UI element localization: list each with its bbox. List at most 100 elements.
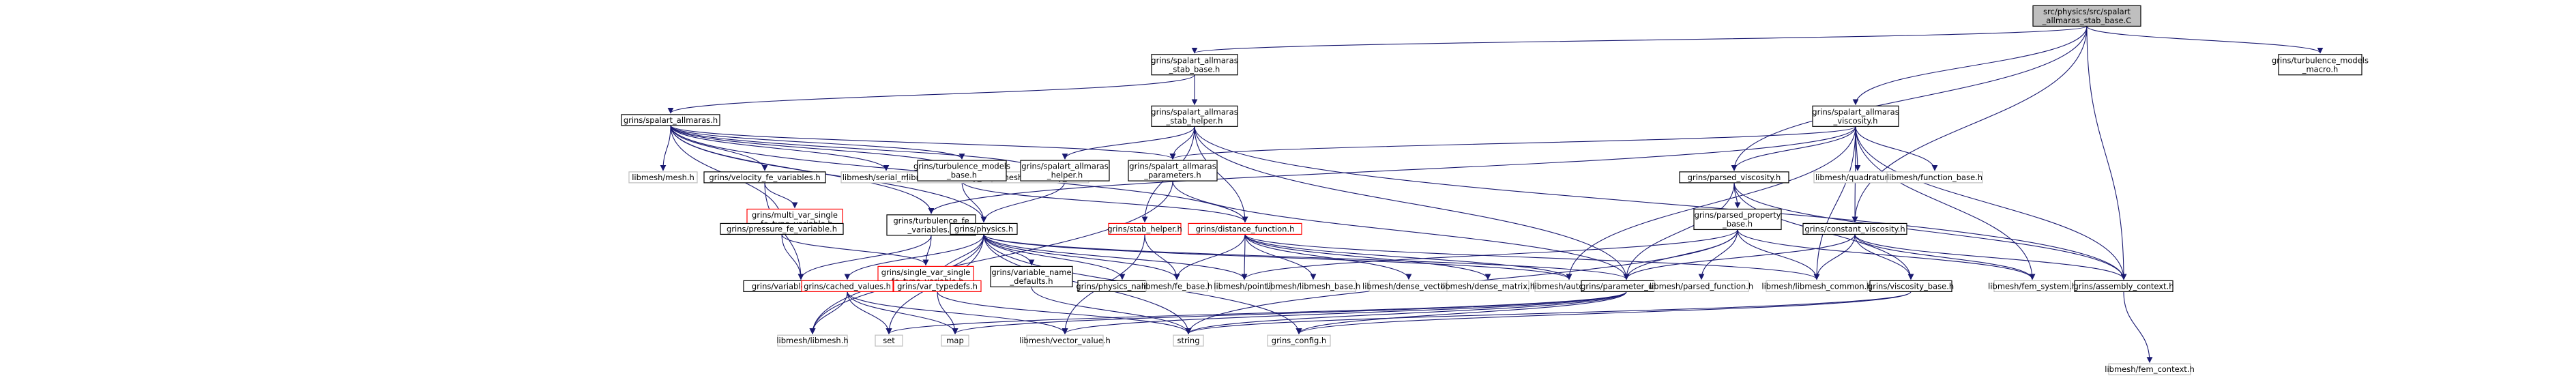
node-string[interactable]: string — [1173, 334, 1204, 347]
node-label: grins/constant_viscosity.h — [1804, 224, 1905, 233]
node-pressure-fe[interactable]: grins/pressure_fe_variable.h — [720, 222, 844, 235]
edge-spalart-to-sa-params — [670, 125, 1176, 160]
node-visc-base[interactable]: grins/viscosity_base.h — [1868, 280, 1954, 292]
node-libmesh-h[interactable]: libmesh/libmesh.h — [776, 334, 849, 347]
node-label: grins/single_var_single — [881, 267, 971, 277]
edge-dist-func-to-point — [1241, 234, 1248, 280]
node-label: _viscosity.h — [1833, 116, 1878, 126]
node-label: grins/stab_helper.h — [1107, 224, 1182, 233]
edge-var-typedefs-to-map — [937, 291, 958, 335]
edge-spalart-to-vel-fe — [670, 125, 768, 171]
node-box — [1267, 334, 1331, 347]
edge-pressure-fe-to-var-parsing — [781, 234, 804, 280]
node-dist-func[interactable]: grins/distance_function.h — [1188, 222, 1302, 235]
node-const-visc[interactable]: grins/constant_viscosity.h — [1802, 222, 1907, 235]
edge-sa-viscosity-to-parsed-visc — [1731, 126, 1856, 171]
node-label: grins/spalart_allmaras — [1151, 107, 1238, 117]
node-var-name-defaults[interactable]: grins/variable_name_defaults.h — [990, 265, 1073, 287]
node-label: src/physics/src/spalart — [2043, 7, 2131, 16]
node-dense-vector[interactable]: libmesh/dense_vector.h — [1362, 280, 1455, 292]
edge-parsed-visc-to-param-user — [1623, 182, 1735, 280]
edge-stab-helper-to-fe-base — [1144, 234, 1180, 280]
node-parsed-prop[interactable]: grins/parsed_property_base.h — [1693, 208, 1782, 231]
edge-const-visc-to-assembly-ctx — [1854, 234, 2127, 280]
node-param-user[interactable]: grins/parameter_user.h — [1581, 280, 1672, 292]
node-stab-helper[interactable]: grins/stab_helper.h — [1107, 222, 1182, 235]
node-fem-context[interactable]: libmesh/fem_context.h — [2105, 363, 2195, 375]
node-box — [1812, 105, 1899, 127]
node-box — [1151, 105, 1238, 127]
node-fem-system[interactable]: libmesh/fem_system.h — [1988, 280, 2077, 292]
node-box — [2074, 280, 2174, 292]
node-label: grins/spalart_allmaras.h — [624, 115, 718, 125]
node-function-base[interactable]: libmesh/function_base.h — [1886, 171, 1983, 184]
node-box — [1693, 208, 1782, 231]
edge-assembly-ctx-to-fem-context — [2123, 291, 2153, 364]
edge-physics-to-auto-ptr — [983, 233, 1572, 280]
node-sa-helper[interactable]: grins/spalart_allmaras_helper.h — [1020, 160, 1110, 182]
node-turb-macro[interactable]: grins/turbulence_models_macro.h — [2272, 54, 2369, 76]
node-box — [1679, 171, 1789, 184]
node-turb-models-base[interactable]: grins/turbulence_models_base.h — [913, 160, 1010, 182]
edge-const-visc-to-visc-base — [1854, 234, 1914, 280]
node-parsed-function[interactable]: libmesh/parsed_function.h — [1650, 280, 1753, 292]
node-box — [1108, 222, 1182, 235]
node-box — [1869, 280, 1952, 292]
edge-stab-helper-h-to-param-user — [1194, 126, 1630, 280]
node-label: grins/var_typedefs.h — [897, 281, 978, 291]
edge-stab-helper-h-to-sa-helper — [1062, 126, 1195, 160]
node-libmesh-base[interactable]: libmesh/libmesh_base.h — [1266, 280, 1360, 292]
edge-sa-helper-to-physics — [980, 181, 1066, 223]
edge-sa-viscosity-to-fem-system — [1855, 126, 2036, 280]
edge-physics-to-physics-naming — [983, 234, 1126, 280]
node-label: grins_config.h — [1272, 336, 1326, 345]
edge-parsed-prop-to-parsed-function — [1698, 229, 1738, 280]
node-libmesh-common[interactable]: libmesh/libmesh_common.h — [1761, 280, 1872, 292]
node-physics[interactable]: grins/physics.h — [950, 222, 1018, 235]
node-label: _helper.h — [1046, 171, 1083, 180]
node-box — [1026, 334, 1104, 347]
node-label: _stab_helper.h — [1166, 116, 1223, 126]
node-parsed-visc[interactable]: grins/parsed_viscosity.h — [1679, 171, 1789, 184]
node-box — [1654, 280, 1749, 292]
node-label: libmesh/parsed_function.h — [1650, 281, 1753, 291]
node-box — [777, 334, 848, 347]
node-root[interactable]: src/physics/src/spalart_allmaras_stab_ba… — [2032, 5, 2141, 27]
node-quadrature[interactable]: libmesh/quadrature.h — [1813, 171, 1902, 184]
edge-physics-to-cached-values — [844, 234, 984, 280]
node-label: grins/spalart_allmaras — [1021, 162, 1108, 171]
edge-visc-base-to-grins-config — [1296, 291, 1912, 335]
node-sa-viscosity[interactable]: grins/spalart_allmaras_viscosity.h — [1812, 105, 1899, 127]
node-set[interactable]: set — [875, 334, 903, 347]
edge-turb-models-base-to-dist-func — [961, 180, 1248, 223]
node-assembly-ctx[interactable]: grins/assembly_context.h — [2073, 280, 2174, 292]
node-grins-config[interactable]: grins_config.h — [1267, 334, 1331, 347]
edge-const-visc-to-libmesh-common — [1813, 234, 1856, 280]
node-label: _parameters.h — [1143, 171, 1201, 180]
node-label: libmesh/point.h — [1214, 281, 1274, 291]
node-physics-naming[interactable]: grins/physics_naming.h — [1076, 280, 1169, 292]
node-label: grins/assembly_context.h — [2073, 281, 2174, 291]
node-vel-fe[interactable]: grins/velocity_fe_variables.h — [703, 171, 826, 184]
node-vector-value[interactable]: libmesh/vector_value.h — [1019, 334, 1111, 347]
node-sa-params[interactable]: grins/spalart_allmaras_parameters.h — [1128, 160, 1218, 182]
node-var-typedefs[interactable]: grins/var_typedefs.h — [893, 280, 982, 292]
node-point[interactable]: libmesh/point.h — [1214, 280, 1275, 292]
node-fe-base[interactable]: libmesh/fe_base.h — [1141, 280, 1212, 292]
node-mesh[interactable]: libmesh/mesh.h — [628, 171, 698, 184]
node-box — [1993, 280, 2071, 292]
node-dense-matrix[interactable]: libmesh/dense_matrix.h — [1441, 280, 1535, 292]
edge-param-user-to-string — [1185, 291, 1627, 335]
edge-const-visc-to-param-user — [1623, 234, 1856, 280]
node-cached-values[interactable]: grins/cached_values.h — [801, 280, 894, 292]
node-box — [1802, 222, 1907, 235]
node-map[interactable]: map — [941, 334, 969, 347]
node-spalart[interactable]: grins/spalart_allmaras.h — [621, 114, 720, 126]
node-box — [875, 334, 903, 347]
node-label: libmesh/fem_system.h — [1988, 281, 2077, 291]
node-box — [2108, 363, 2191, 375]
node-stab-base[interactable]: grins/spalart_allmaras_stab_base.h — [1151, 54, 1238, 76]
node-stab-helper-h[interactable]: grins/spalart_allmaras_stab_helper.h — [1151, 105, 1238, 127]
edge-physics-to-param-user — [983, 233, 1630, 280]
